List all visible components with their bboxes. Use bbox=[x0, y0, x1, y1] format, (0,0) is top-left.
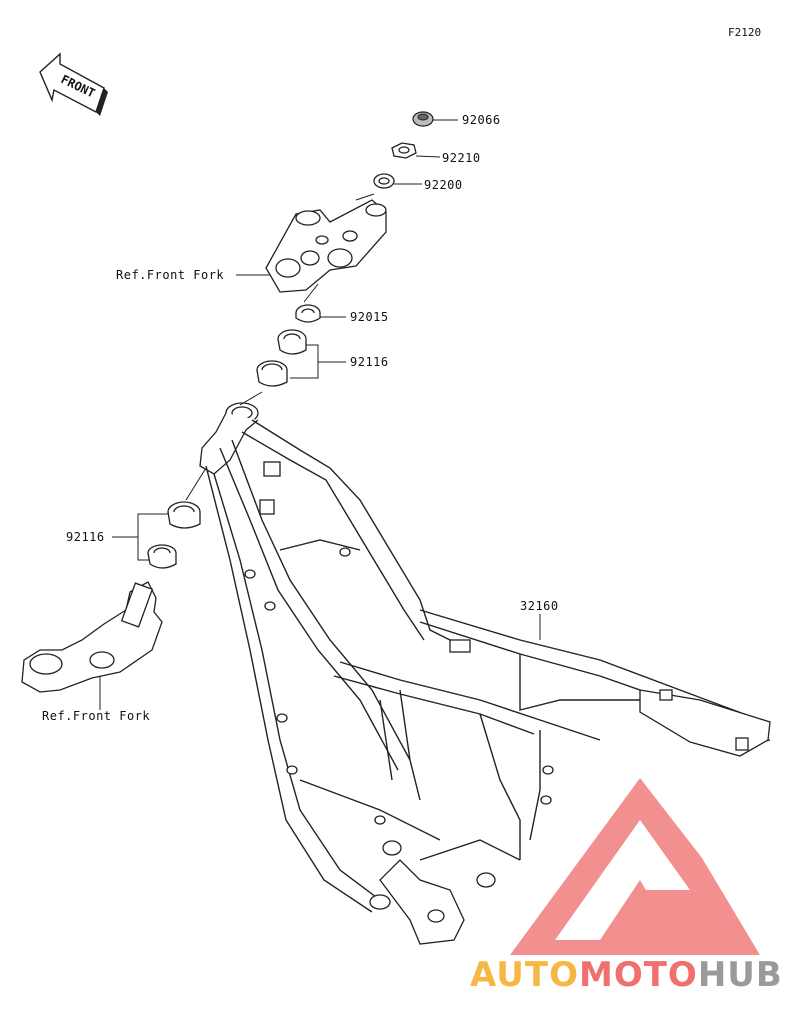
label-92200: 92200 bbox=[424, 178, 463, 192]
watermark-moto: MOTO bbox=[579, 955, 698, 995]
label-ref-front-fork-upper: Ref.Front Fork bbox=[116, 268, 224, 282]
part-92066-nut bbox=[412, 111, 458, 127]
front-arrow-icon: FRONT bbox=[39, 52, 108, 116]
label-92210: 92210 bbox=[442, 151, 481, 165]
part-92116-lower-bearings bbox=[112, 467, 207, 569]
label-92116-lower: 92116 bbox=[66, 530, 105, 544]
label-92116-upper: 92116 bbox=[350, 355, 389, 369]
part-92200-washer bbox=[373, 173, 422, 189]
watermark-auto: AUTO bbox=[470, 955, 579, 995]
frame-32160 bbox=[199, 391, 771, 945]
label-92066: 92066 bbox=[462, 113, 501, 127]
part-92210-nut bbox=[391, 142, 441, 159]
watermark-hub: HUB bbox=[698, 955, 783, 995]
part-92015-nut bbox=[295, 283, 346, 323]
watermark-text: AUTOMOTOHUB bbox=[470, 955, 783, 995]
upper-triple-clamp bbox=[236, 193, 387, 293]
label-ref-front-fork-lower: Ref.Front Fork bbox=[42, 709, 150, 723]
watermark-logo bbox=[510, 778, 760, 955]
part-92116-upper-bearings bbox=[256, 329, 346, 387]
label-92015: 92015 bbox=[350, 310, 389, 324]
label-32160: 32160 bbox=[520, 599, 559, 613]
diagram-code: F2120 bbox=[728, 26, 761, 39]
lower-triple-clamp bbox=[21, 581, 163, 710]
